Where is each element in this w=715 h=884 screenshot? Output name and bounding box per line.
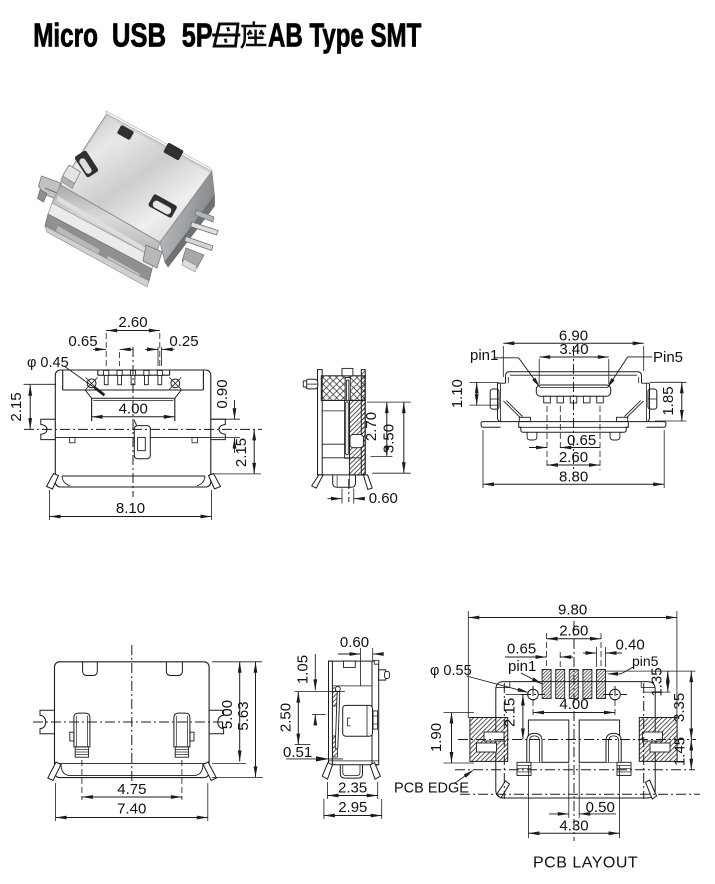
svg-text:1.90: 1.90 [428,723,445,752]
svg-text:Pin5: Pin5 [653,349,683,366]
svg-text:3.35: 3.35 [671,693,688,722]
svg-text:pin1: pin1 [470,347,498,364]
svg-text:0.60: 0.60 [340,634,369,651]
svg-text:8.10: 8.10 [116,500,145,517]
svg-text:PCB EDGE: PCB EDGE [394,781,469,797]
svg-text:9.80: 9.80 [558,602,587,619]
svg-text:5.00: 5.00 [219,700,236,729]
svg-text:8.80: 8.80 [559,468,588,485]
svg-text:φ 0.55: φ 0.55 [430,663,472,679]
svg-text:2.95: 2.95 [338,799,367,816]
svg-text:0.25: 0.25 [169,333,198,350]
svg-text:1.35: 1.35 [649,667,666,696]
svg-text:1.45: 1.45 [672,737,689,766]
svg-text:2.35: 2.35 [338,780,367,797]
svg-text:2.60: 2.60 [559,623,588,640]
svg-text:pin5: pin5 [632,653,659,669]
svg-text:5P: 5P [182,17,213,54]
svg-text:4.75: 4.75 [117,781,146,798]
svg-text:0.65: 0.65 [507,641,536,658]
svg-text:1.85: 1.85 [660,386,677,415]
svg-text:Micro: Micro [33,17,98,54]
svg-text:USB: USB [112,17,166,54]
svg-text:0.60: 0.60 [369,490,398,507]
svg-text:AB Type SMT: AB Type SMT [268,17,421,54]
svg-text:2.15: 2.15 [8,392,25,421]
svg-text:0.65: 0.65 [567,432,596,449]
svg-text:1.05: 1.05 [295,655,312,684]
svg-text:6.90: 6.90 [559,327,588,344]
svg-text:3.50: 3.50 [381,424,398,453]
svg-text:0.50: 0.50 [586,799,615,816]
svg-text:0.40: 0.40 [616,637,645,654]
svg-text:PCB LAYOUT: PCB LAYOUT [533,855,638,872]
svg-text:4.30: 4.30 [559,818,588,835]
svg-text:pin1: pin1 [508,658,536,675]
svg-text:2.15: 2.15 [233,438,250,467]
svg-text:0.65: 0.65 [68,333,97,350]
svg-text:7.40: 7.40 [117,801,146,818]
svg-text:2.70: 2.70 [363,412,380,441]
svg-text:4.00: 4.00 [559,696,588,713]
svg-text:5.63: 5.63 [235,701,252,730]
svg-text:2.15: 2.15 [502,698,519,727]
svg-text:φ 0.45: φ 0.45 [27,355,69,371]
svg-text:2.60: 2.60 [118,314,147,331]
svg-text:2.50: 2.50 [277,703,294,732]
svg-text:0.51: 0.51 [283,744,312,761]
svg-text:1.10: 1.10 [449,379,466,408]
svg-text:0.90: 0.90 [214,379,231,408]
